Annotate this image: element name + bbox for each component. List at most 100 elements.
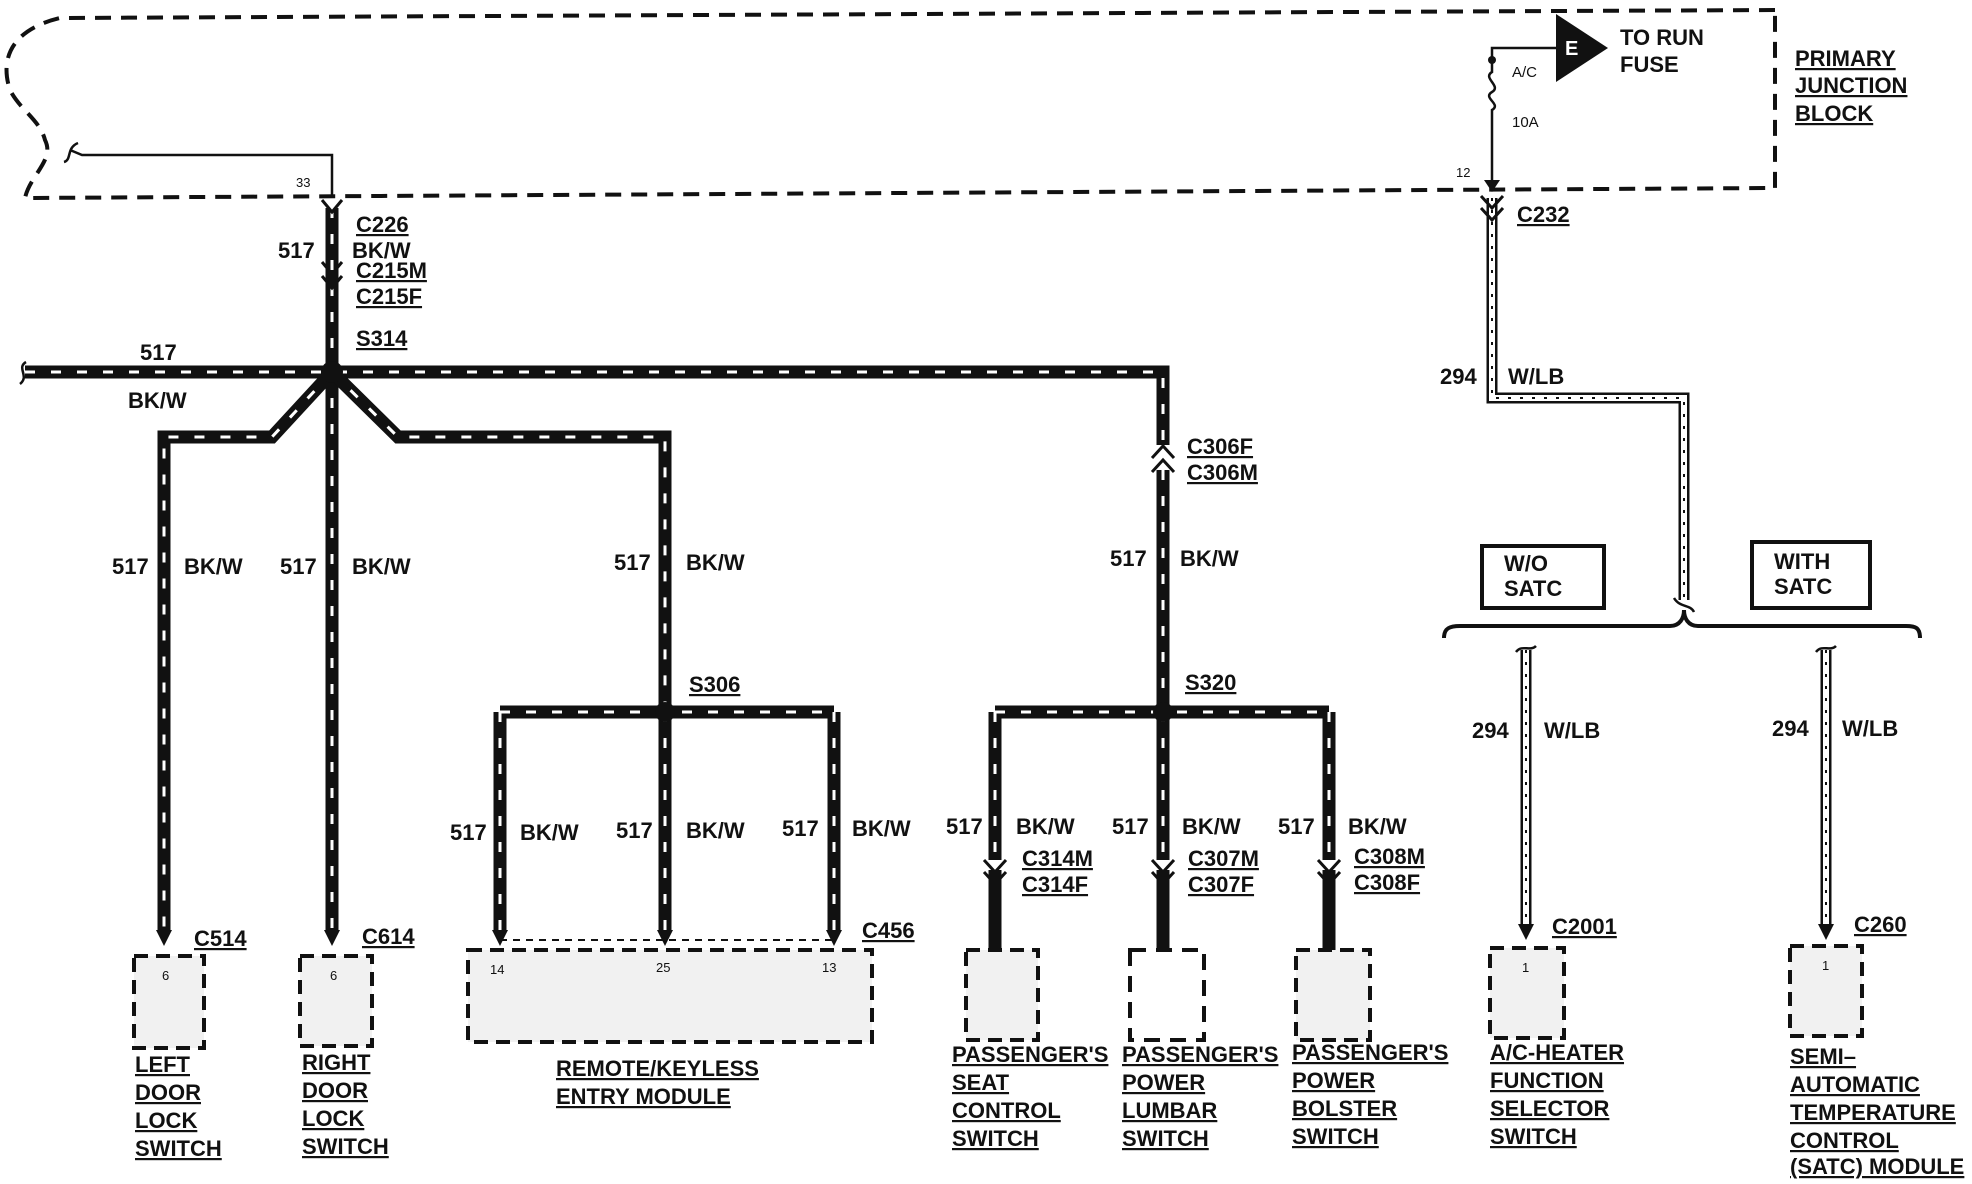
fuse-arrow: [1484, 180, 1500, 192]
connector-c314m-label: C314M: [1022, 846, 1093, 871]
ac-heater-label-1: A/C-HEATER: [1490, 1040, 1624, 1065]
component-passenger-power-lumbar-switch: [1128, 948, 1206, 1042]
component-remote-keyless-entry-module: [466, 948, 874, 1044]
satc-label-3: TEMPERATURE: [1790, 1100, 1956, 1125]
connector-c614-label: C614: [362, 924, 415, 949]
left-door-label-4: SWITCH: [135, 1136, 222, 1161]
pin-jb-12: 12: [1456, 165, 1470, 180]
junction-block-label-line2: JUNCTION: [1795, 73, 1907, 98]
color-wlb-main: W/LB: [1508, 364, 1564, 389]
circuit-294-with-satc: 294: [1772, 716, 1809, 741]
color-bkw-right-door: BK/W: [352, 554, 411, 579]
internal-bus-wire: [69, 148, 334, 195]
junction-block-label-line1: PRIMARY: [1795, 46, 1896, 71]
color-wlb-wo-satc: W/LB: [1544, 718, 1600, 743]
color-bkw-rke-25: BK/W: [686, 818, 745, 843]
rke-label-2: ENTRY MODULE: [556, 1084, 731, 1109]
splice-s306-label: S306: [689, 672, 740, 697]
pin-left-door: 6: [162, 968, 169, 983]
junction-block-outline: [4, 7, 1777, 201]
connector-c308-symbol: [1316, 858, 1342, 887]
option-wo-satc-line2: SATC: [1504, 576, 1562, 601]
circuit-517-bolster: 517: [1278, 814, 1315, 839]
connector-c307m-label: C307M: [1188, 846, 1259, 871]
left-door-label-3: LOCK: [135, 1108, 197, 1133]
connector-c226-symbol: [320, 199, 344, 291]
terminal-arrows-517: [156, 930, 842, 946]
option-with-satc-line1: WITH: [1774, 549, 1830, 574]
splice-s314: [321, 361, 343, 383]
connector-c307f-label: C307F: [1188, 872, 1254, 897]
connector-c306-symbol: [1150, 443, 1176, 474]
bolster-label-1: PASSENGER'S: [1292, 1040, 1448, 1065]
component-left-door-lock-switch: [132, 954, 206, 1050]
circuit-294-main: 294: [1440, 364, 1477, 389]
connector-c314-symbol: [982, 858, 1008, 887]
splice-s306: [655, 702, 675, 722]
pin-ac-heater: 1: [1522, 960, 1529, 975]
ac-heater-label-3: SELECTOR: [1490, 1096, 1610, 1121]
wire-294-break-right: [1815, 644, 1837, 653]
circuit-517-lumbar: 517: [1112, 814, 1149, 839]
splice-s314-label: S314: [356, 326, 408, 351]
pin-satc: 1: [1822, 958, 1829, 973]
connector-c232-label: C232: [1517, 202, 1570, 227]
color-bkw-lumbar: BK/W: [1182, 814, 1241, 839]
satc-label-1: SEMI–: [1790, 1044, 1856, 1069]
connector-c307-symbol: [1150, 858, 1176, 887]
circuit-517-seat: 517: [946, 814, 983, 839]
ac-heater-label-2: FUNCTION: [1490, 1068, 1604, 1093]
color-bkw-rke-14: BK/W: [520, 820, 579, 845]
color-bkw-bolster: BK/W: [1348, 814, 1407, 839]
connector-c308m-label: C308M: [1354, 844, 1425, 869]
fuse-dest-line2: FUSE: [1620, 52, 1679, 77]
splice-s320: [1153, 702, 1173, 722]
fuse-label: A/C: [1512, 64, 1537, 81]
bolster-label-4: SWITCH: [1292, 1124, 1379, 1149]
junction-block-label-line3: BLOCK: [1795, 101, 1873, 126]
circuit-517-harness: 517: [140, 340, 177, 365]
component-satc-module: [1788, 944, 1864, 1038]
component-ac-heater-function-selector-switch: [1488, 946, 1566, 1040]
satc-label-2: AUTOMATIC: [1790, 1072, 1920, 1097]
connector-c456-label: C456: [862, 918, 915, 943]
seat-label-2: SEAT: [952, 1070, 1010, 1095]
splice-s320-label: S320: [1185, 670, 1236, 695]
wire-294-break-left: [1515, 644, 1537, 653]
color-bkw-rke-feed: BK/W: [686, 550, 745, 575]
connector-c260-label: C260: [1854, 912, 1907, 937]
connector-c306m-label: C306M: [1187, 460, 1258, 485]
circuit-517-c226: 517: [278, 238, 315, 263]
color-bkw-left-door: BK/W: [184, 554, 243, 579]
circuit-517-left-door: 517: [112, 554, 149, 579]
lumbar-label-3: LUMBAR: [1122, 1098, 1217, 1123]
satc-label-4: CONTROL: [1790, 1128, 1899, 1153]
lumbar-label-4: SWITCH: [1122, 1126, 1209, 1151]
harness-break-left: [19, 360, 27, 385]
seat-label-1: PASSENGER'S: [952, 1042, 1108, 1067]
connector-c232-symbol: [1479, 194, 1505, 223]
left-door-label-2: DOOR: [135, 1080, 201, 1105]
fuse-wire: [1487, 46, 1556, 185]
ac-heater-label-4: SWITCH: [1490, 1124, 1577, 1149]
internal-bus-break: [63, 141, 79, 164]
right-door-label-4: SWITCH: [302, 1134, 389, 1159]
pin-right-door: 6: [330, 968, 337, 983]
bolster-label-3: BOLSTER: [1292, 1096, 1397, 1121]
circuit-517-rke-14: 517: [450, 820, 487, 845]
option-box-with-satc: [1750, 540, 1872, 610]
component-right-door-lock-switch: [298, 954, 374, 1048]
connector-c2001-label: C2001: [1552, 914, 1617, 939]
circuit-517-right-door: 517: [280, 554, 317, 579]
pin-rke-25: 25: [656, 960, 670, 975]
color-bkw-rke-13: BK/W: [852, 816, 911, 841]
connector-c308f-label: C308F: [1354, 870, 1420, 895]
option-wo-satc-line1: W/O: [1504, 551, 1548, 576]
rke-label-1: REMOTE/KEYLESS: [556, 1056, 759, 1081]
right-door-label-1: RIGHT: [302, 1050, 371, 1075]
option-brace: [1442, 609, 1922, 639]
color-bkw-c226: BK/W: [352, 238, 411, 263]
terminal-arrows-294: [1518, 924, 1834, 940]
fuse-triangle: [1556, 14, 1608, 82]
